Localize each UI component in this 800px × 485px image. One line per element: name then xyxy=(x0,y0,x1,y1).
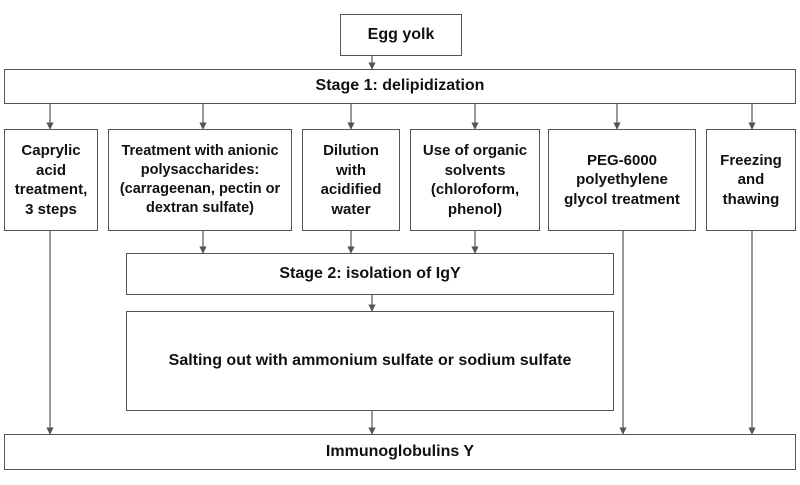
stage2-label: Stage 2: isolation of IgY xyxy=(279,264,461,282)
stage1-box: Stage 1: delipidization xyxy=(4,69,796,104)
method-freezing-box: Freezing and thawing xyxy=(706,129,796,231)
method-peg-box: PEG-6000 polyethylene glycol treatment xyxy=(548,129,696,231)
immunoglobulins-y-box: Immunoglobulins Y xyxy=(4,434,796,470)
immunoglobulins-y-label: Immunoglobulins Y xyxy=(325,442,475,460)
method-organic-box: Use of organic solvents (chloroform, phe… xyxy=(410,129,540,231)
method-anionic-box: Treatment with anionic polysaccharides: … xyxy=(108,129,292,231)
method-dilution-box: Dilution with acidified water xyxy=(302,129,400,231)
egg-yolk-label: Egg yolk xyxy=(367,25,435,43)
stage1-label: Stage 1: delipidization xyxy=(315,77,485,95)
method-peg-label: PEG-6000 polyethylene glycol treatment xyxy=(564,151,680,208)
method-dilution-label: Dilution with acidified water xyxy=(320,142,382,218)
method-freezing-label: Freezing and thawing xyxy=(720,151,782,208)
egg-yolk-box: Egg yolk xyxy=(340,14,462,56)
method-organic-label: Use of organic solvents (chloroform, phe… xyxy=(422,142,528,218)
method-caprylic-label: Caprylic acid treatment, 3 steps xyxy=(14,142,88,218)
method-anionic-label: Treatment with anionic polysaccharides: … xyxy=(119,143,281,216)
method-caprylic-box: Caprylic acid treatment, 3 steps xyxy=(4,129,98,231)
stage2-box: Stage 2: isolation of IgY xyxy=(126,253,614,295)
salting-out-label: Salting out with ammonium sulfate or sod… xyxy=(168,351,572,369)
salting-out-box: Salting out with ammonium sulfate or sod… xyxy=(126,311,614,411)
